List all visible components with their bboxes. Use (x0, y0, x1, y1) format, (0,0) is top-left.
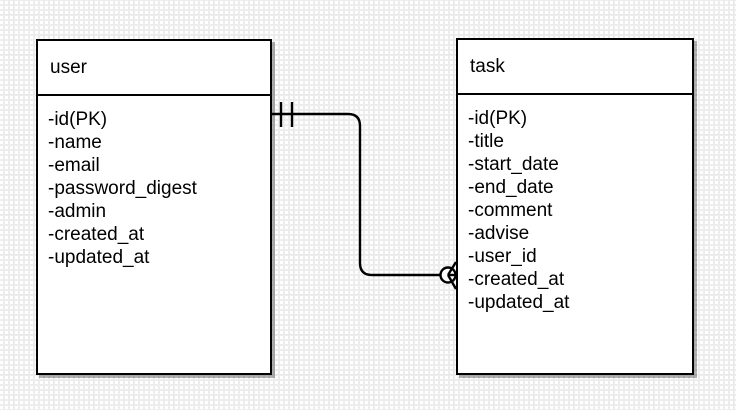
attribute-row: -comment (468, 200, 553, 221)
entity-task[interactable]: task -id(PK) -title -start_date -end_dat… (456, 38, 694, 375)
attribute-row: -title (468, 131, 504, 152)
attribute-row: -password_digest (48, 178, 197, 199)
relationship-line (271, 112, 441, 277)
crowsfoot-prong-upper (446, 261, 458, 276)
attribute-row: -email (48, 155, 100, 176)
attribute-row: -admin (48, 201, 107, 222)
attribute-row: -id(PK) (468, 108, 528, 129)
entity-user[interactable]: user -id(PK) -name -email -password_dige… (36, 39, 272, 375)
entity-user-attributes: -id(PK) -name -email -password_digest -a… (38, 96, 270, 269)
attribute-row: -updated_at (468, 292, 570, 313)
attribute-row: -id(PK) (48, 109, 108, 130)
entity-user-title: user (50, 57, 87, 78)
entity-task-title: task (470, 56, 505, 77)
entity-task-header: task (458, 40, 692, 95)
entity-user-header: user (38, 41, 270, 96)
crowsfoot-prong-lower (446, 274, 458, 290)
attribute-row: -user_id (468, 246, 537, 267)
attribute-row: -start_date (468, 154, 559, 175)
entity-task-attributes: -id(PK) -title -start_date -end_date -co… (458, 95, 692, 314)
attribute-row: -created_at (48, 224, 145, 245)
attribute-row: -updated_at (48, 247, 150, 268)
attribute-row: -created_at (468, 269, 565, 290)
cardinality-zero-circle (439, 266, 457, 284)
attribute-row: -name (48, 132, 102, 153)
attribute-row: -advise (468, 223, 530, 244)
attribute-row: -end_date (468, 177, 554, 198)
